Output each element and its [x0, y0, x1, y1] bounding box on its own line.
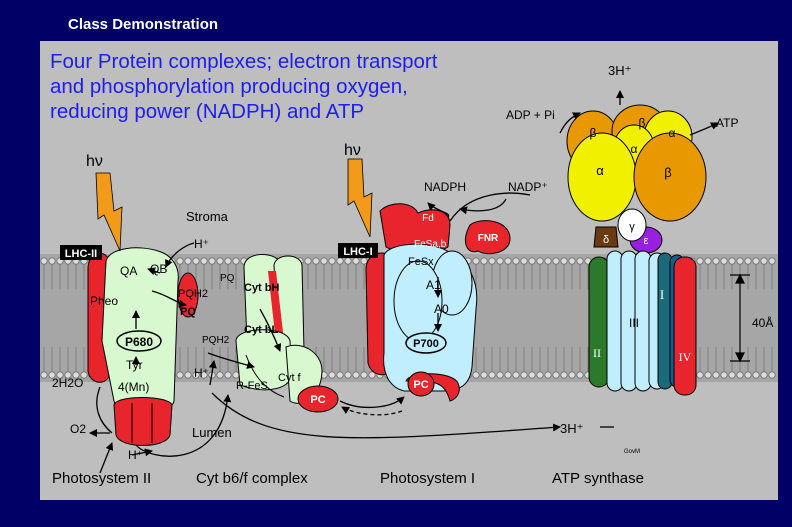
title-line-1: Four Protein complexes; electron transpo… [50, 50, 438, 73]
pqh2-label-cyt: PQH2 [202, 335, 230, 346]
pc-label-right: PC [413, 379, 428, 391]
hv-label-ps1: hν [344, 142, 361, 159]
photon-arrow-ps2 [95, 172, 123, 252]
fnr-label: FNR [478, 233, 499, 244]
a1-label: A1 [426, 278, 441, 292]
caption-atp-synthase: ATP synthase [552, 470, 644, 487]
pqh2-label-ps2: PQH2 [178, 288, 208, 300]
nadph-label: NADPH [424, 180, 466, 194]
alpha-label-2: α [631, 142, 638, 156]
pc-label-left: PC [310, 394, 325, 406]
atp-synthase-complex [566, 104, 707, 396]
fesab-label: FeSa,b [414, 239, 447, 250]
hv-label-ps2: hν [86, 153, 103, 170]
lumen-label: Lumen [192, 425, 232, 440]
qa-label: QA [120, 264, 137, 278]
cyt-bl-label: Cyt bL [244, 324, 279, 336]
gamma-label: γ [629, 221, 635, 233]
lhc1-tag: LHC-I [338, 243, 378, 258]
beta-label-2: β [639, 116, 646, 130]
reaction-arrows [89, 90, 719, 474]
delta-label: δ [603, 234, 609, 246]
rfes-label: R-FeS [236, 380, 268, 392]
p700-label: P700 [413, 338, 439, 350]
beta-label-1: β [590, 126, 597, 140]
plastocyanin-left [297, 385, 339, 413]
qb-label: QB [150, 262, 167, 276]
pq-label-cyt: PQ [220, 273, 235, 284]
alpha-label-3: α [596, 163, 604, 178]
subunit-1-label: I [660, 287, 664, 302]
membrane-thickness-arrow [730, 273, 750, 363]
subunit-4-label: IV [679, 350, 692, 364]
beta-label-3: β [664, 165, 671, 180]
title-line-2: and phosphorylation producing oxygen, [50, 75, 408, 98]
nadp-label: NADP⁺ [508, 180, 548, 194]
fd-label: Fd [422, 213, 434, 224]
pq-label-ps2: PQ [180, 306, 196, 318]
three-h-bottom-label: 3H⁺ [560, 421, 583, 436]
cyt-bh-label: Cyt bH [244, 282, 280, 294]
mn-label: 4(Mn) [118, 380, 149, 394]
photosystem-1-complex [365, 203, 511, 402]
fesx-label: FeSx [408, 256, 434, 268]
subunit-2-label: II [593, 346, 601, 360]
h-plus-stroma-ps2: H⁺ [194, 237, 209, 251]
oxygen-label: O2 [70, 422, 86, 436]
lhc2-label: LHC-II [65, 248, 97, 260]
diagram-panel: hν hν Stroma Lumen LHC-II LHC-I H⁺ QA QB… [40, 41, 778, 500]
epsilon-label: ε [644, 235, 649, 247]
subunit-3-label: III [629, 316, 639, 330]
photon-arrow-ps1 [347, 158, 373, 238]
three-h-top-label: 3H⁺ [608, 63, 631, 78]
slide-header: Class Demonstration [68, 16, 219, 33]
title-line-3: reducing power (NADPH) and ATP [50, 100, 365, 123]
alpha-label-1: α [669, 126, 676, 140]
p680-label: P680 [125, 335, 153, 349]
slide-title: Four Protein complexes; electron transpo… [50, 49, 437, 124]
water-label: 2H2O [52, 376, 83, 390]
h-plus-lumen-ps2: H⁺ [128, 448, 143, 462]
membrane-thickness-label: 40Å [752, 315, 773, 330]
cyt-f-label: Cyt f [278, 372, 302, 384]
lhc2-tag: LHC-II [60, 245, 102, 260]
lhc1-label: LHC-I [343, 246, 372, 258]
stroma-label: Stroma [186, 209, 229, 224]
photosynthesis-diagram: hν hν Stroma Lumen LHC-II LHC-I H⁺ QA QB… [40, 63, 778, 487]
cytochrome-b6f-complex [235, 254, 323, 404]
h-plus-lumen-cyt: H⁺ [194, 366, 209, 380]
pheo-label: Pheo [90, 294, 118, 308]
caption-photosystem-2: Photosystem II [52, 470, 151, 487]
credit-mark: GovM [624, 449, 640, 455]
adp-pi-label: ADP + Pi [506, 108, 555, 122]
atp-label: ATP [716, 116, 738, 130]
caption-photosystem-1: Photosystem I [380, 470, 475, 487]
tyr-label: Tyr [126, 358, 143, 372]
a0-label: A0 [434, 302, 449, 316]
caption-cytb6f: Cyt b6/f complex [196, 470, 308, 487]
photosystem-2-complex [87, 247, 199, 446]
